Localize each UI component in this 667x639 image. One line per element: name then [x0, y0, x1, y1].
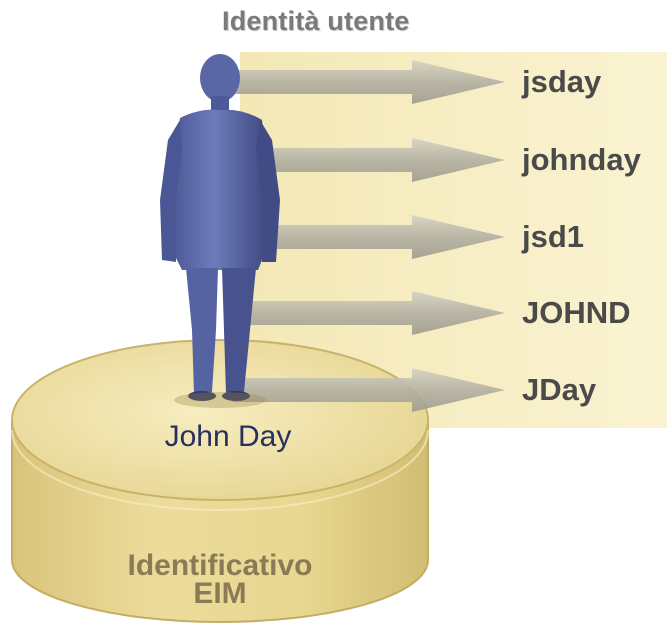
person-figure: [160, 54, 280, 408]
arrow-3: [232, 215, 505, 259]
arrow-4: [232, 291, 505, 335]
eim-identifier-label: Identificativo EIM: [70, 549, 370, 610]
person-name-label: John Day: [164, 420, 292, 453]
arrow-2: [232, 138, 505, 182]
identity-label: johnday: [522, 142, 641, 177]
identity-arrows: [232, 60, 505, 412]
identity-label: jsd1: [522, 219, 585, 254]
identity-label: jsday: [522, 64, 602, 99]
identity-label: JOHND: [522, 295, 631, 330]
identity-label: JDay: [522, 372, 597, 407]
eim-label-line2: EIM: [193, 577, 247, 610]
eim-label-line1: Identificativo: [127, 549, 313, 582]
arrow-5: [232, 368, 505, 412]
diagram-title: Identità utente: [222, 6, 410, 36]
arrow-1: [232, 60, 505, 104]
